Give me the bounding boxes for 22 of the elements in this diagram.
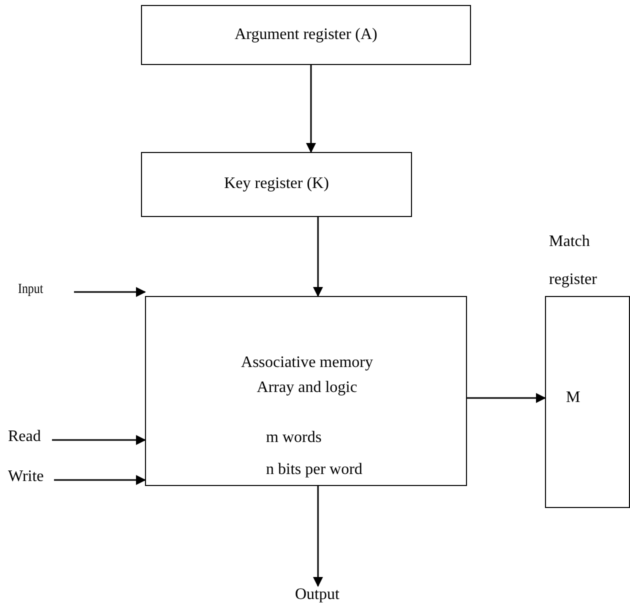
register-box bbox=[545, 296, 630, 508]
arrow bbox=[52, 435, 146, 445]
box-label: n bits per word bbox=[266, 461, 362, 479]
box-label: m words bbox=[266, 429, 322, 447]
output-label: Output bbox=[295, 586, 349, 608]
register-box bbox=[141, 152, 412, 217]
register-box bbox=[141, 5, 471, 65]
box-label: M bbox=[566, 389, 580, 407]
arrow bbox=[306, 65, 316, 153]
arrow bbox=[467, 393, 546, 403]
signal-label: Input bbox=[18, 282, 60, 302]
arrow bbox=[54, 475, 146, 485]
box-label: Associative memory Array and logic bbox=[240, 353, 374, 398]
arrow bbox=[313, 486, 323, 587]
arrow bbox=[74, 287, 146, 297]
signal-label: Read bbox=[8, 428, 52, 450]
box-label: Key register (K) bbox=[223, 175, 330, 193]
memory-array-box bbox=[145, 296, 467, 486]
signal-label: Write bbox=[8, 468, 54, 490]
register-caption: Match register bbox=[549, 232, 598, 290]
arrow bbox=[313, 217, 323, 297]
box-label: Argument register (A) bbox=[234, 26, 378, 44]
